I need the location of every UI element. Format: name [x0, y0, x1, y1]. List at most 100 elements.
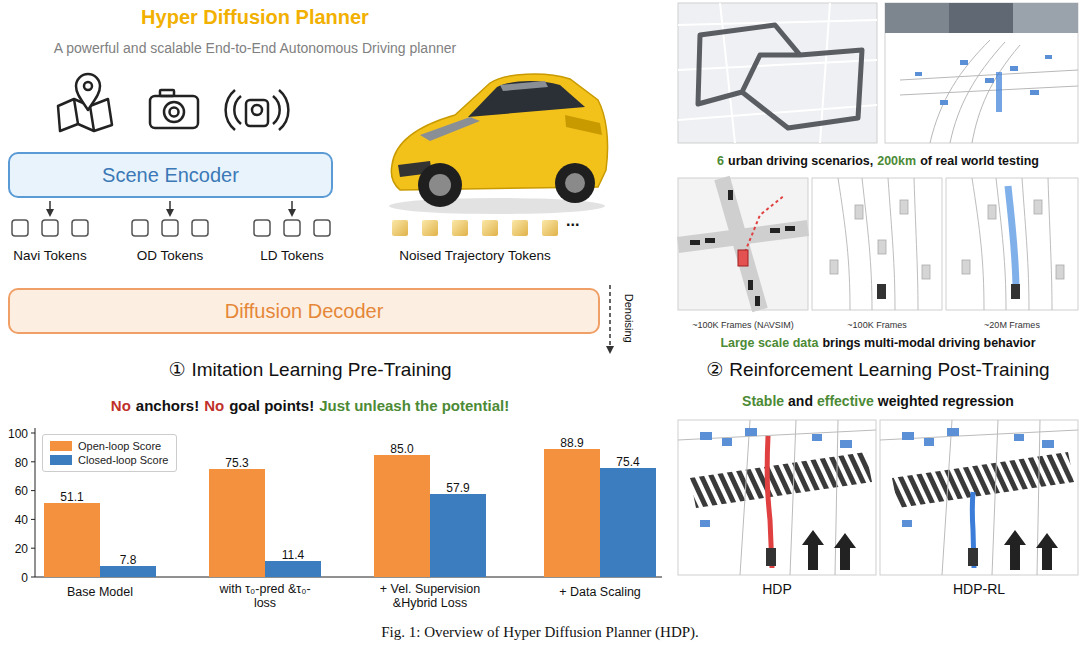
process-box: Diffusion Decoder — [8, 288, 600, 334]
token-squares — [12, 220, 330, 236]
bar — [209, 469, 265, 577]
heading-text: No — [204, 397, 224, 414]
bar-value: 75.3 — [225, 456, 248, 470]
scene-view — [812, 178, 942, 310]
label-holder: 0 — [21, 568, 28, 586]
heading-text: 200km — [877, 154, 916, 168]
category-label: + Data Scaling — [559, 585, 641, 599]
scene-view-trajectory — [946, 178, 1078, 310]
axis-tick: 100 — [8, 427, 28, 441]
bar-value: 7.8 — [120, 553, 137, 567]
encoder-token-arrows — [50, 201, 292, 213]
text-label: LD Tokens — [260, 248, 324, 263]
box-text: Diffusion Decoder — [225, 300, 384, 323]
text-row: Large scale databrings multi-modal drivi… — [720, 336, 1035, 350]
label-holder: Hyper Diffusion Planner — [141, 6, 369, 29]
label-holder: 80 — [15, 453, 28, 471]
heading-text: anchors! — [136, 397, 199, 414]
text-label: ~100K Frames — [847, 320, 906, 330]
text-label: OD Tokens — [137, 248, 204, 263]
lidar-icon — [226, 90, 289, 130]
camera-bev-view — [885, 3, 1078, 143]
label-holder: with τ₀-pred &τ₀-loss — [210, 582, 320, 611]
text-row: ①Imitation Learning Pre-Training — [168, 359, 451, 381]
label-holder: 100 — [8, 424, 28, 442]
label-holder: 11.4 — [282, 545, 304, 563]
text-row: ② Reinforcement Learning Post-Training — [706, 359, 1049, 381]
text-label: ... — [566, 212, 579, 229]
label-holder: 51.1 — [60, 487, 83, 505]
legend-text: Open-loop Score — [78, 440, 161, 452]
bar-value: 88.9 — [560, 436, 583, 450]
text-label: A powerful and scalable End-to-End Auton… — [54, 40, 456, 56]
intersection-hdp — [678, 420, 876, 575]
label-holder: 7.8 — [120, 550, 137, 568]
heading-text: Just unleash the potential! — [319, 397, 509, 414]
axis-tick: 60 — [15, 484, 28, 498]
label-holder: 60 — [15, 481, 28, 499]
figure-title: Hyper Diffusion Planner — [141, 6, 369, 28]
heading-text: brings multi-modal driving behavior — [822, 336, 1035, 350]
denoising-arrow — [609, 285, 611, 350]
text-label: ~20M Frames — [984, 320, 1040, 330]
legend-row: Open-loop Score — [50, 440, 169, 452]
label-holder: Fig. 1: Overview of Hyper Diffusion Plan… — [381, 623, 699, 641]
axis-tick: 40 — [15, 513, 28, 527]
text-label: Denoising — [622, 294, 634, 343]
text-label: Noised Trajectory Tokens — [399, 248, 550, 263]
category-label: Base Model — [67, 585, 133, 599]
label-holder: 88.9 — [560, 433, 583, 451]
legend-text: Closed-loop Score — [78, 454, 169, 466]
axis-tick: 0 — [21, 571, 28, 585]
figure-caption: Fig. 1: Overview of Hyper Diffusion Plan… — [381, 624, 699, 640]
text-row: Noanchors!Nogoal points!Just unleash the… — [111, 397, 509, 414]
bar-value: 57.9 — [446, 481, 469, 495]
label-holder: 20 — [15, 539, 28, 557]
heading-text: weighted regression — [878, 393, 1014, 409]
label-holder: 75.4 — [616, 452, 639, 470]
label-holder: 57.9 — [446, 478, 469, 496]
legend-swatch — [50, 455, 72, 465]
intersection-hdp-rl — [880, 420, 1078, 575]
heading-text: urban driving scenarios, — [728, 154, 873, 168]
label-holder: ~100K Frames (NAVSIM) — [692, 314, 794, 332]
camera-icon — [150, 90, 198, 128]
trajectory-token-squares — [392, 220, 558, 236]
bar — [44, 503, 100, 577]
label-holder: OD Tokens — [137, 246, 204, 264]
heading-text: Reinforcement Learning Post-Training — [729, 359, 1049, 381]
heading-text: Stable — [742, 393, 784, 409]
label-holder: 40 — [15, 510, 28, 528]
heading-text: and — [788, 393, 813, 409]
bar — [600, 468, 656, 577]
label-holder: Noised Trajectory Tokens — [399, 246, 550, 264]
heading-text: Imitation Learning Pre-Training — [191, 359, 451, 381]
text-label: HDP — [762, 581, 792, 597]
box-text: Scene Encoder — [102, 164, 239, 187]
label-holder: ~20M Frames — [984, 314, 1040, 332]
heading-text: goal points! — [229, 397, 314, 414]
label-holder: HDP-RL — [953, 580, 1005, 598]
heading-text: of real world testing — [920, 154, 1039, 168]
chart-legend: Open-loop ScoreClosed-loop Score — [42, 434, 177, 472]
label-holder: Base Model — [67, 582, 133, 600]
label-holder: HDP — [762, 580, 792, 598]
category-label: with τ₀-pred &τ₀-loss — [210, 582, 320, 611]
label-holder: LD Tokens — [260, 246, 324, 264]
heading-text: effective — [817, 393, 874, 409]
bar-value: 85.0 — [390, 442, 413, 456]
label-holder: + Vel. Supervision &Hybrid Loss — [364, 582, 496, 611]
map-icon — [58, 74, 112, 131]
axis-tick: 20 — [15, 542, 28, 556]
heading-text: ② — [706, 359, 723, 381]
label-holder: 85.0 — [390, 439, 413, 457]
bar — [430, 494, 486, 577]
text-row: Stableandeffectiveweighted regression — [742, 393, 1014, 409]
label-holder: Denoising — [620, 294, 638, 343]
text-row: 6urban driving scenarios,200kmof real wo… — [717, 154, 1039, 168]
bar-value: 11.4 — [282, 548, 304, 562]
axis-tick: 80 — [15, 456, 28, 470]
bar — [100, 566, 156, 577]
label-holder: + Data Scaling — [559, 582, 641, 600]
